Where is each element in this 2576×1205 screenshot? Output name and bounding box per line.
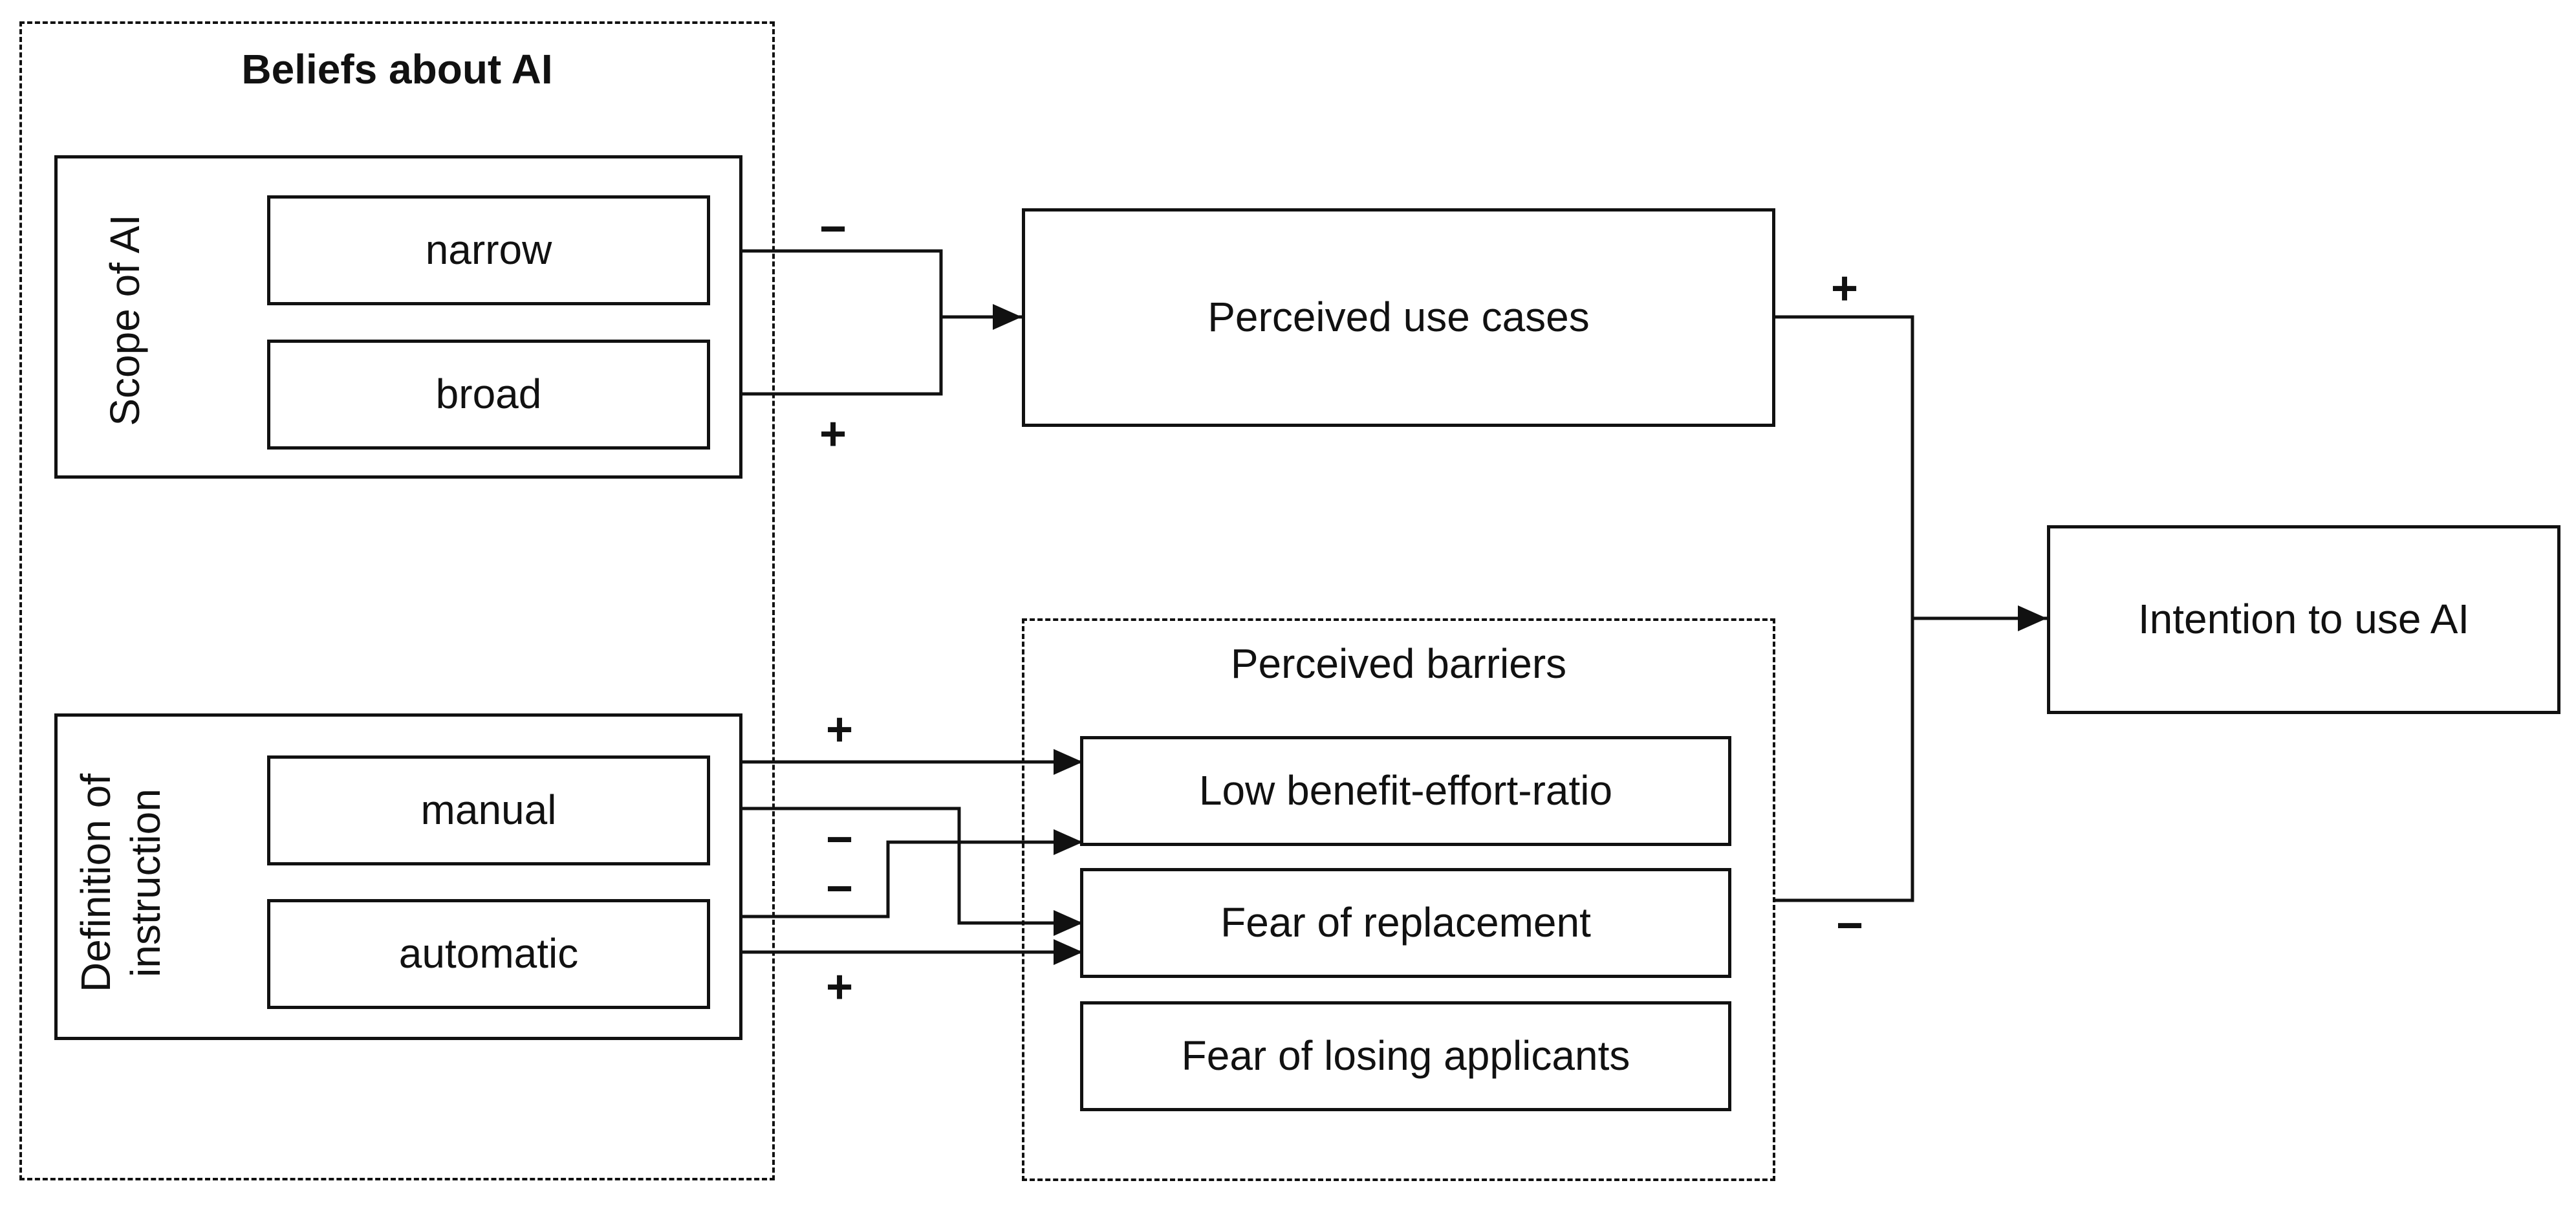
fear-replacement-box: Fear of replacement: [1080, 868, 1731, 978]
intention-box: Intention to use AI: [2047, 525, 2560, 714]
arrow-automatic-to-benefit: [709, 829, 1083, 918]
sign-automatic-to-replacement: +: [825, 961, 854, 1013]
broad-box: broad: [267, 340, 710, 450]
sign-broad-to-use-cases: +: [819, 408, 847, 460]
definition-label-line2: instruction: [122, 788, 169, 977]
arrow-use-cases-to-join: [1775, 315, 1914, 902]
sign-barriers-to-intention: −: [1835, 900, 1864, 951]
manual-box: manual: [267, 755, 710, 865]
benefit-effort-box: Low benefit-effort-ratio: [1080, 736, 1731, 846]
scope-label: Scope of AI: [102, 214, 148, 426]
sign-manual-to-replacement: −: [825, 814, 854, 865]
sign-manual-to-benefit: +: [825, 704, 854, 755]
definition-label-line1: Definition of: [72, 774, 119, 992]
fear-losing-applicants-box: Fear of losing applicants: [1080, 1001, 1731, 1111]
use-cases-box: Perceived use cases: [1022, 208, 1775, 427]
barriers-title: Perceived barriers: [1230, 640, 1567, 687]
arrow-manual-to-replacement: [709, 807, 1083, 936]
narrow-box: narrow: [267, 195, 710, 305]
sign-use-cases-to-intention: +: [1830, 263, 1859, 314]
definition-label: Definition of instruction: [71, 754, 175, 1012]
automatic-box: automatic: [267, 899, 710, 1009]
sign-narrow-to-use-cases: −: [819, 203, 847, 255]
arrow-narrow-to-use-cases: [709, 249, 943, 396]
sign-automatic-to-benefit: −: [825, 863, 854, 915]
beliefs-title: Beliefs about AI: [241, 46, 553, 92]
barriers-group: [1022, 618, 1775, 1181]
beliefs-group: [19, 21, 775, 1180]
